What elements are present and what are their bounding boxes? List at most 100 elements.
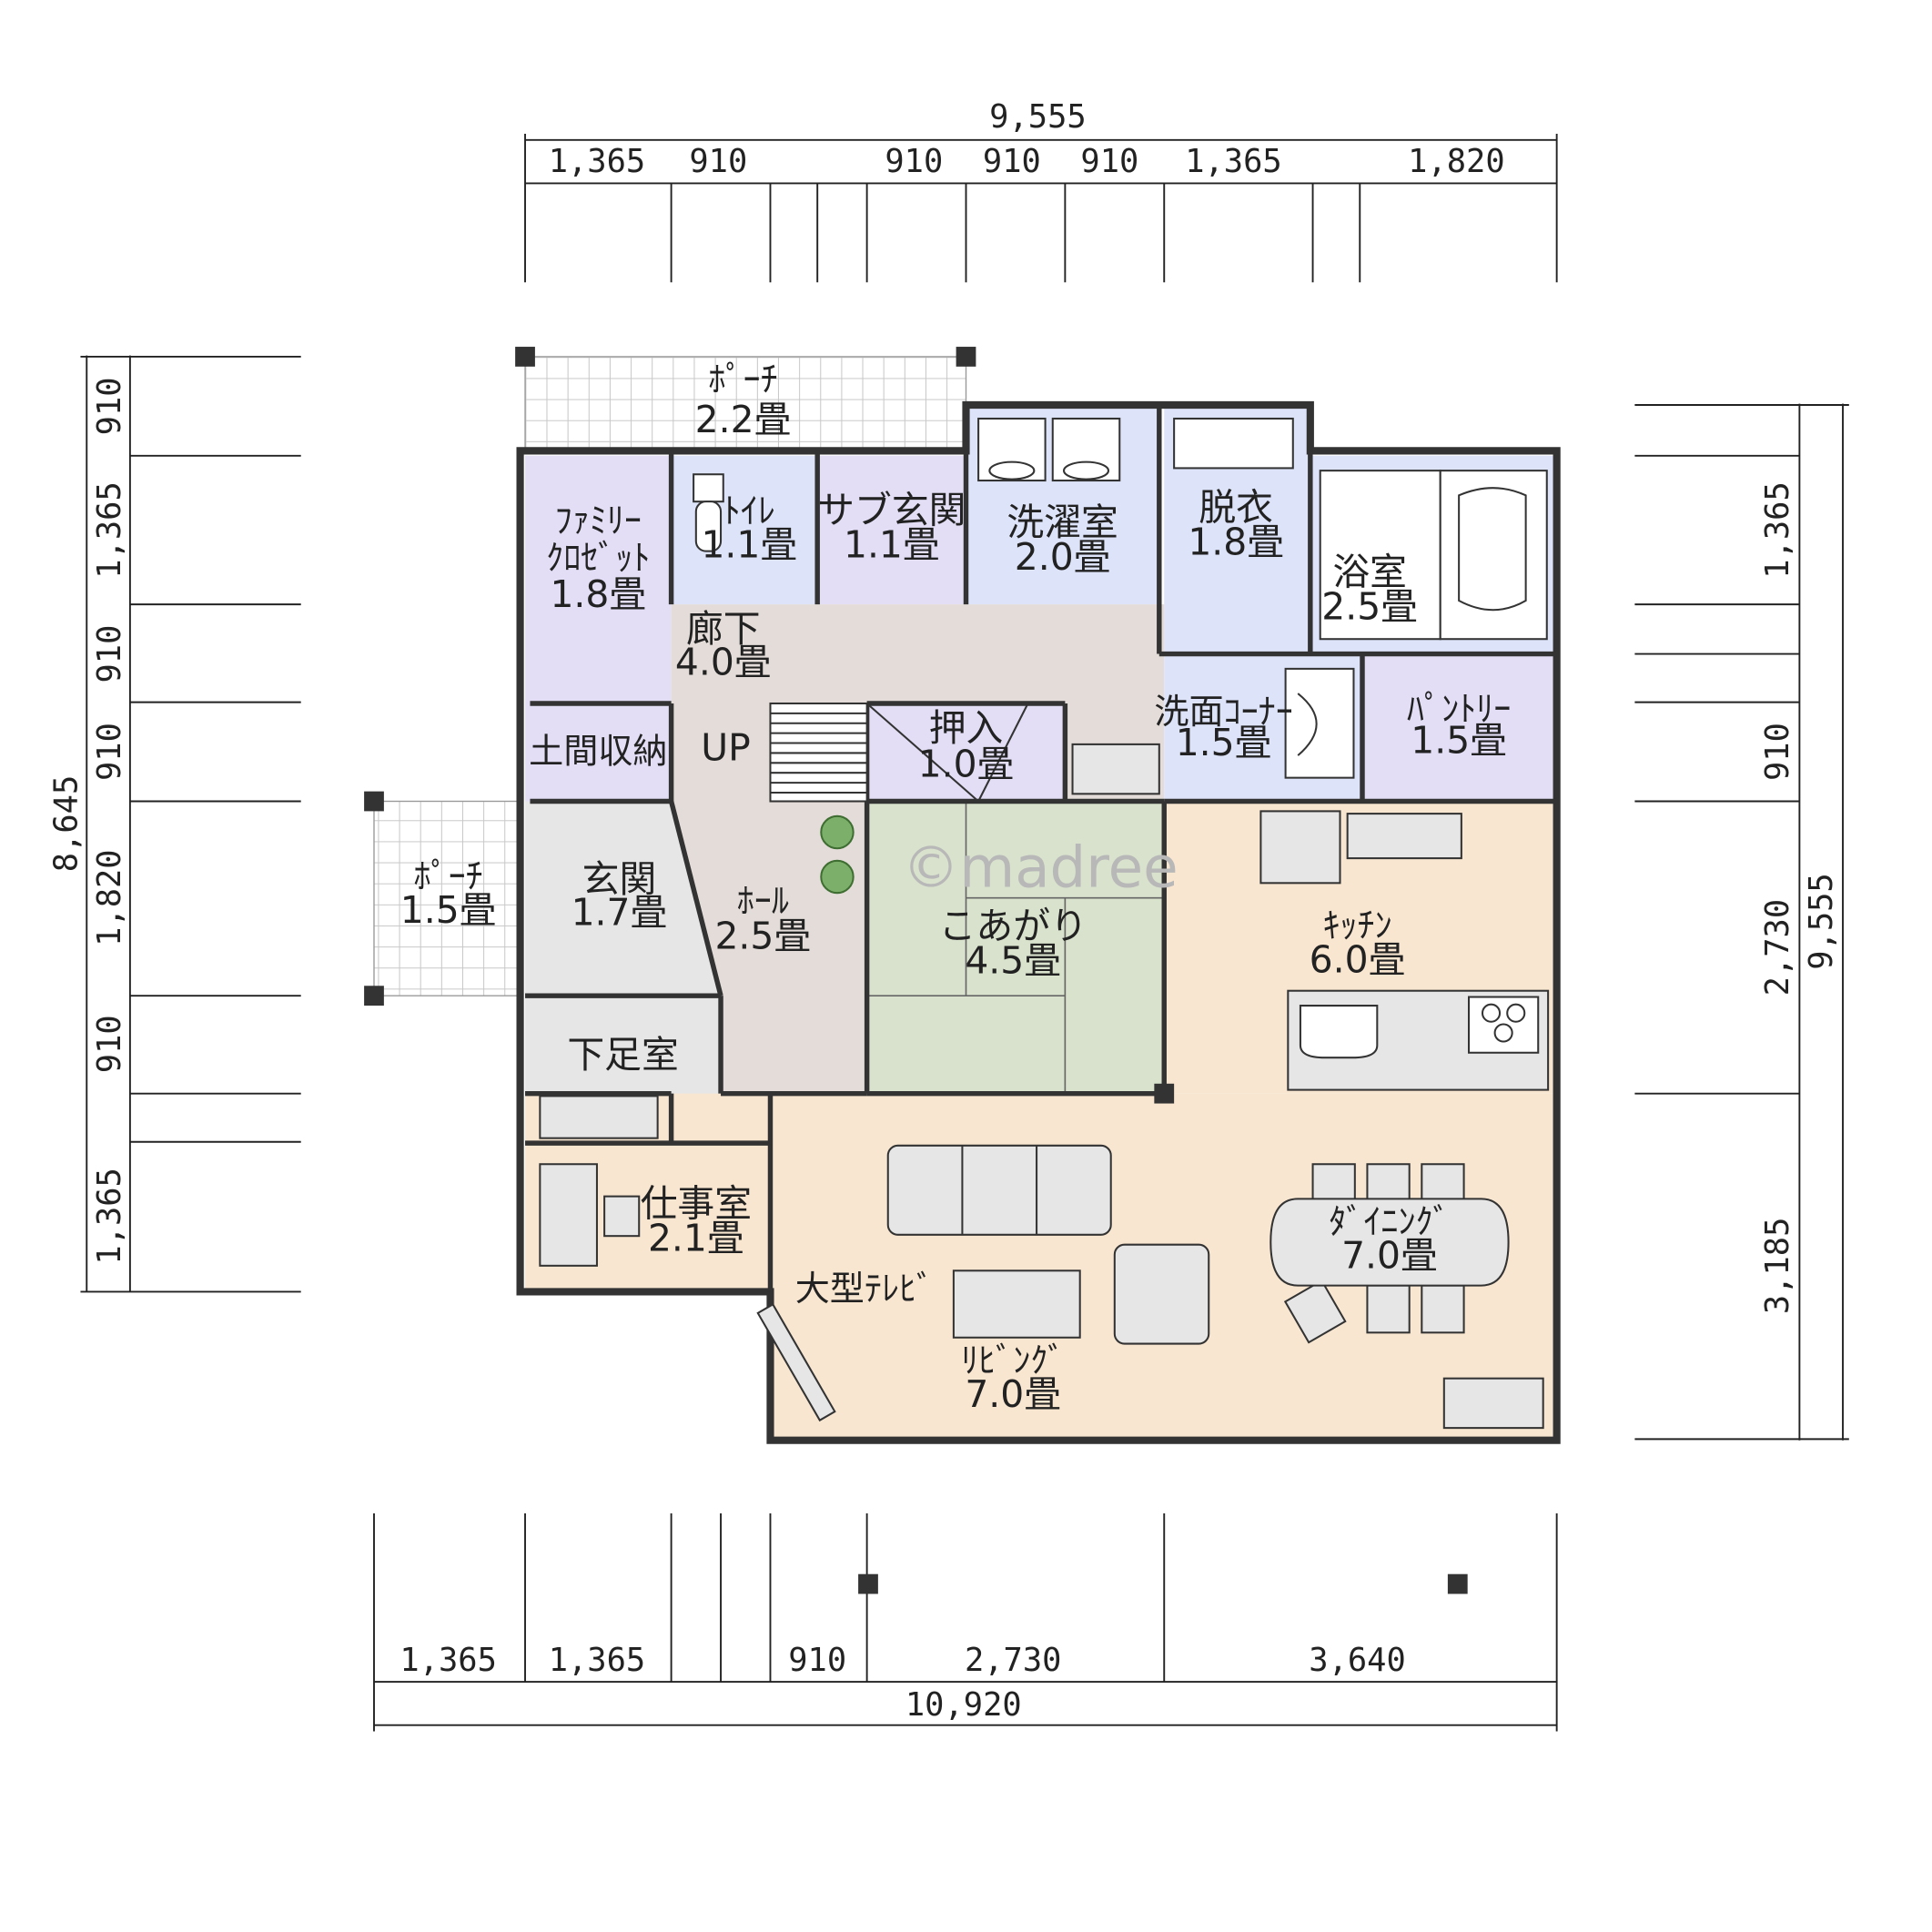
bathtub-icon (1319, 470, 1548, 641)
step-box (1071, 743, 1160, 795)
porch-top (524, 356, 967, 452)
dim-bottom-3: 910 (788, 1642, 846, 1679)
dim-bottom-total: 10,920 (905, 1686, 1022, 1724)
dim-bottom-5: 3,640 (1309, 1642, 1406, 1679)
oshiire-name: 押入 (929, 706, 1004, 750)
column-marker (858, 1573, 878, 1594)
room-sub-entrance (817, 455, 966, 605)
dim-top-6: 1,365 (1185, 143, 1281, 180)
dressing-name: 脱衣 (1199, 486, 1273, 530)
tatami-lines (866, 801, 1165, 1094)
family-closet-name-1: ﾌｧﾐﾘｰ (555, 501, 642, 541)
room-hall (671, 801, 867, 1094)
dimension-top (524, 133, 1558, 283)
dim-left-3: 910 (91, 625, 128, 683)
dim-left-5: 1,820 (91, 849, 128, 946)
laundry-size: 2.0畳 (1015, 535, 1111, 579)
study-size: 2.1畳 (648, 1217, 744, 1260)
kitchen-name: ｷｯﾁﾝ (1322, 905, 1391, 946)
sofa-icon (886, 1144, 1112, 1236)
porch-post (364, 986, 384, 1006)
sink-icon (1299, 1005, 1379, 1059)
dimension-right (1634, 403, 1849, 1441)
pantry-name: ﾊﾟﾝﾄﾘｰ (1407, 689, 1511, 729)
room-entrance (525, 801, 722, 996)
dim-bottom-4: 2,730 (965, 1642, 1062, 1679)
dim-left-1: 910 (91, 377, 128, 435)
dim-left-2: 1,365 (91, 481, 128, 579)
sub-entrance-name: サブ玄関 (817, 488, 966, 531)
entrance-name: 玄関 (582, 857, 657, 901)
dim-right-2: 910 (1759, 723, 1796, 781)
living-name: ﾘﾋﾞﾝｸﾞ (961, 1340, 1065, 1381)
cupboard-icon (1346, 813, 1462, 860)
dressing-size: 1.8畳 (1188, 521, 1284, 564)
watermark: ©madree (903, 834, 1178, 900)
porch-post (364, 791, 384, 812)
stove-icon (1468, 996, 1540, 1054)
toilet-icon (693, 473, 724, 552)
study-name: 仕事室 (641, 1181, 752, 1225)
oshiire-size: 1.0畳 (918, 742, 1015, 785)
tv-icon (756, 1302, 836, 1422)
dim-right-total: 9,555 (1803, 873, 1840, 970)
porch-left-name: ﾎﾟｰﾁ (414, 856, 483, 896)
inner-walls (525, 405, 1557, 1292)
porch-post (515, 347, 535, 367)
room-family-closet (525, 455, 672, 703)
coffee-table-icon (952, 1269, 1081, 1339)
dim-left-6: 910 (91, 1015, 128, 1073)
room-oshiire (866, 703, 1066, 802)
dim-bottom-1: 1,365 (400, 1642, 496, 1679)
doma-storage-name: 土間収納 (529, 731, 667, 771)
room-koagari (866, 801, 1165, 1094)
wash-basin-icon (1284, 667, 1355, 779)
pantry-size: 1.5畳 (1411, 718, 1507, 762)
tv-label: 大型ﾃﾚﾋﾞ (795, 1269, 934, 1309)
up-label: UP (701, 726, 750, 770)
dim-top-3: 910 (885, 143, 943, 180)
fridge-icon (1259, 810, 1341, 885)
laundry-name: 洗濯室 (1006, 501, 1118, 544)
corridor-name: 廊下 (686, 607, 761, 651)
porch-left (373, 800, 523, 996)
porch-left-size: 1.5畳 (400, 888, 497, 932)
hall-name: ﾎｰﾙ (737, 881, 789, 921)
room-doma-storage (525, 703, 672, 802)
porch-top-name: ﾎﾟｰﾁ (708, 359, 777, 400)
porch-post (956, 347, 976, 367)
dim-top-4: 910 (983, 143, 1041, 180)
dining-table-icon (1269, 1163, 1510, 1344)
porch-top-size: 2.2畳 (695, 398, 792, 441)
stairs (769, 702, 1029, 803)
dim-top-total: 9,555 (989, 98, 1087, 136)
sub-entrance-size: 1.1畳 (844, 522, 940, 566)
dim-right-3: 2,730 (1759, 899, 1796, 996)
koagari-size: 4.5畳 (965, 939, 1061, 983)
dimension-bottom (373, 1513, 1558, 1732)
walls (516, 400, 1561, 1444)
room-pantry (1361, 653, 1557, 802)
kitchen-size: 6.0畳 (1310, 937, 1406, 981)
shelf-icon (1173, 417, 1294, 470)
shoe-shelf-icon (539, 1095, 659, 1139)
dim-left-total: 8,645 (47, 775, 85, 873)
plant-icon (820, 814, 855, 895)
bath-name: 浴室 (1332, 550, 1407, 593)
dimension-left (80, 355, 301, 1293)
koagari-name: こあがり (939, 905, 1087, 948)
toilet-name: ﾄｲﾚ (723, 491, 775, 531)
dim-top-5: 910 (1080, 143, 1138, 180)
dim-bottom-2: 1,365 (549, 1642, 646, 1679)
hall-size: 2.5畳 (714, 914, 811, 957)
dim-top-2: 910 (689, 143, 747, 180)
column-marker (1154, 1083, 1175, 1104)
desk-icon (539, 1163, 598, 1267)
family-closet-size: 1.8畳 (550, 572, 646, 616)
washroom-name: 洗面ｺｰﾅｰ (1154, 692, 1292, 732)
toilet-size: 1.1畳 (701, 522, 797, 566)
living-size: 7.0畳 (965, 1372, 1061, 1416)
dim-left-7: 1,365 (91, 1168, 128, 1265)
entrance-size: 1.7畳 (572, 891, 668, 935)
